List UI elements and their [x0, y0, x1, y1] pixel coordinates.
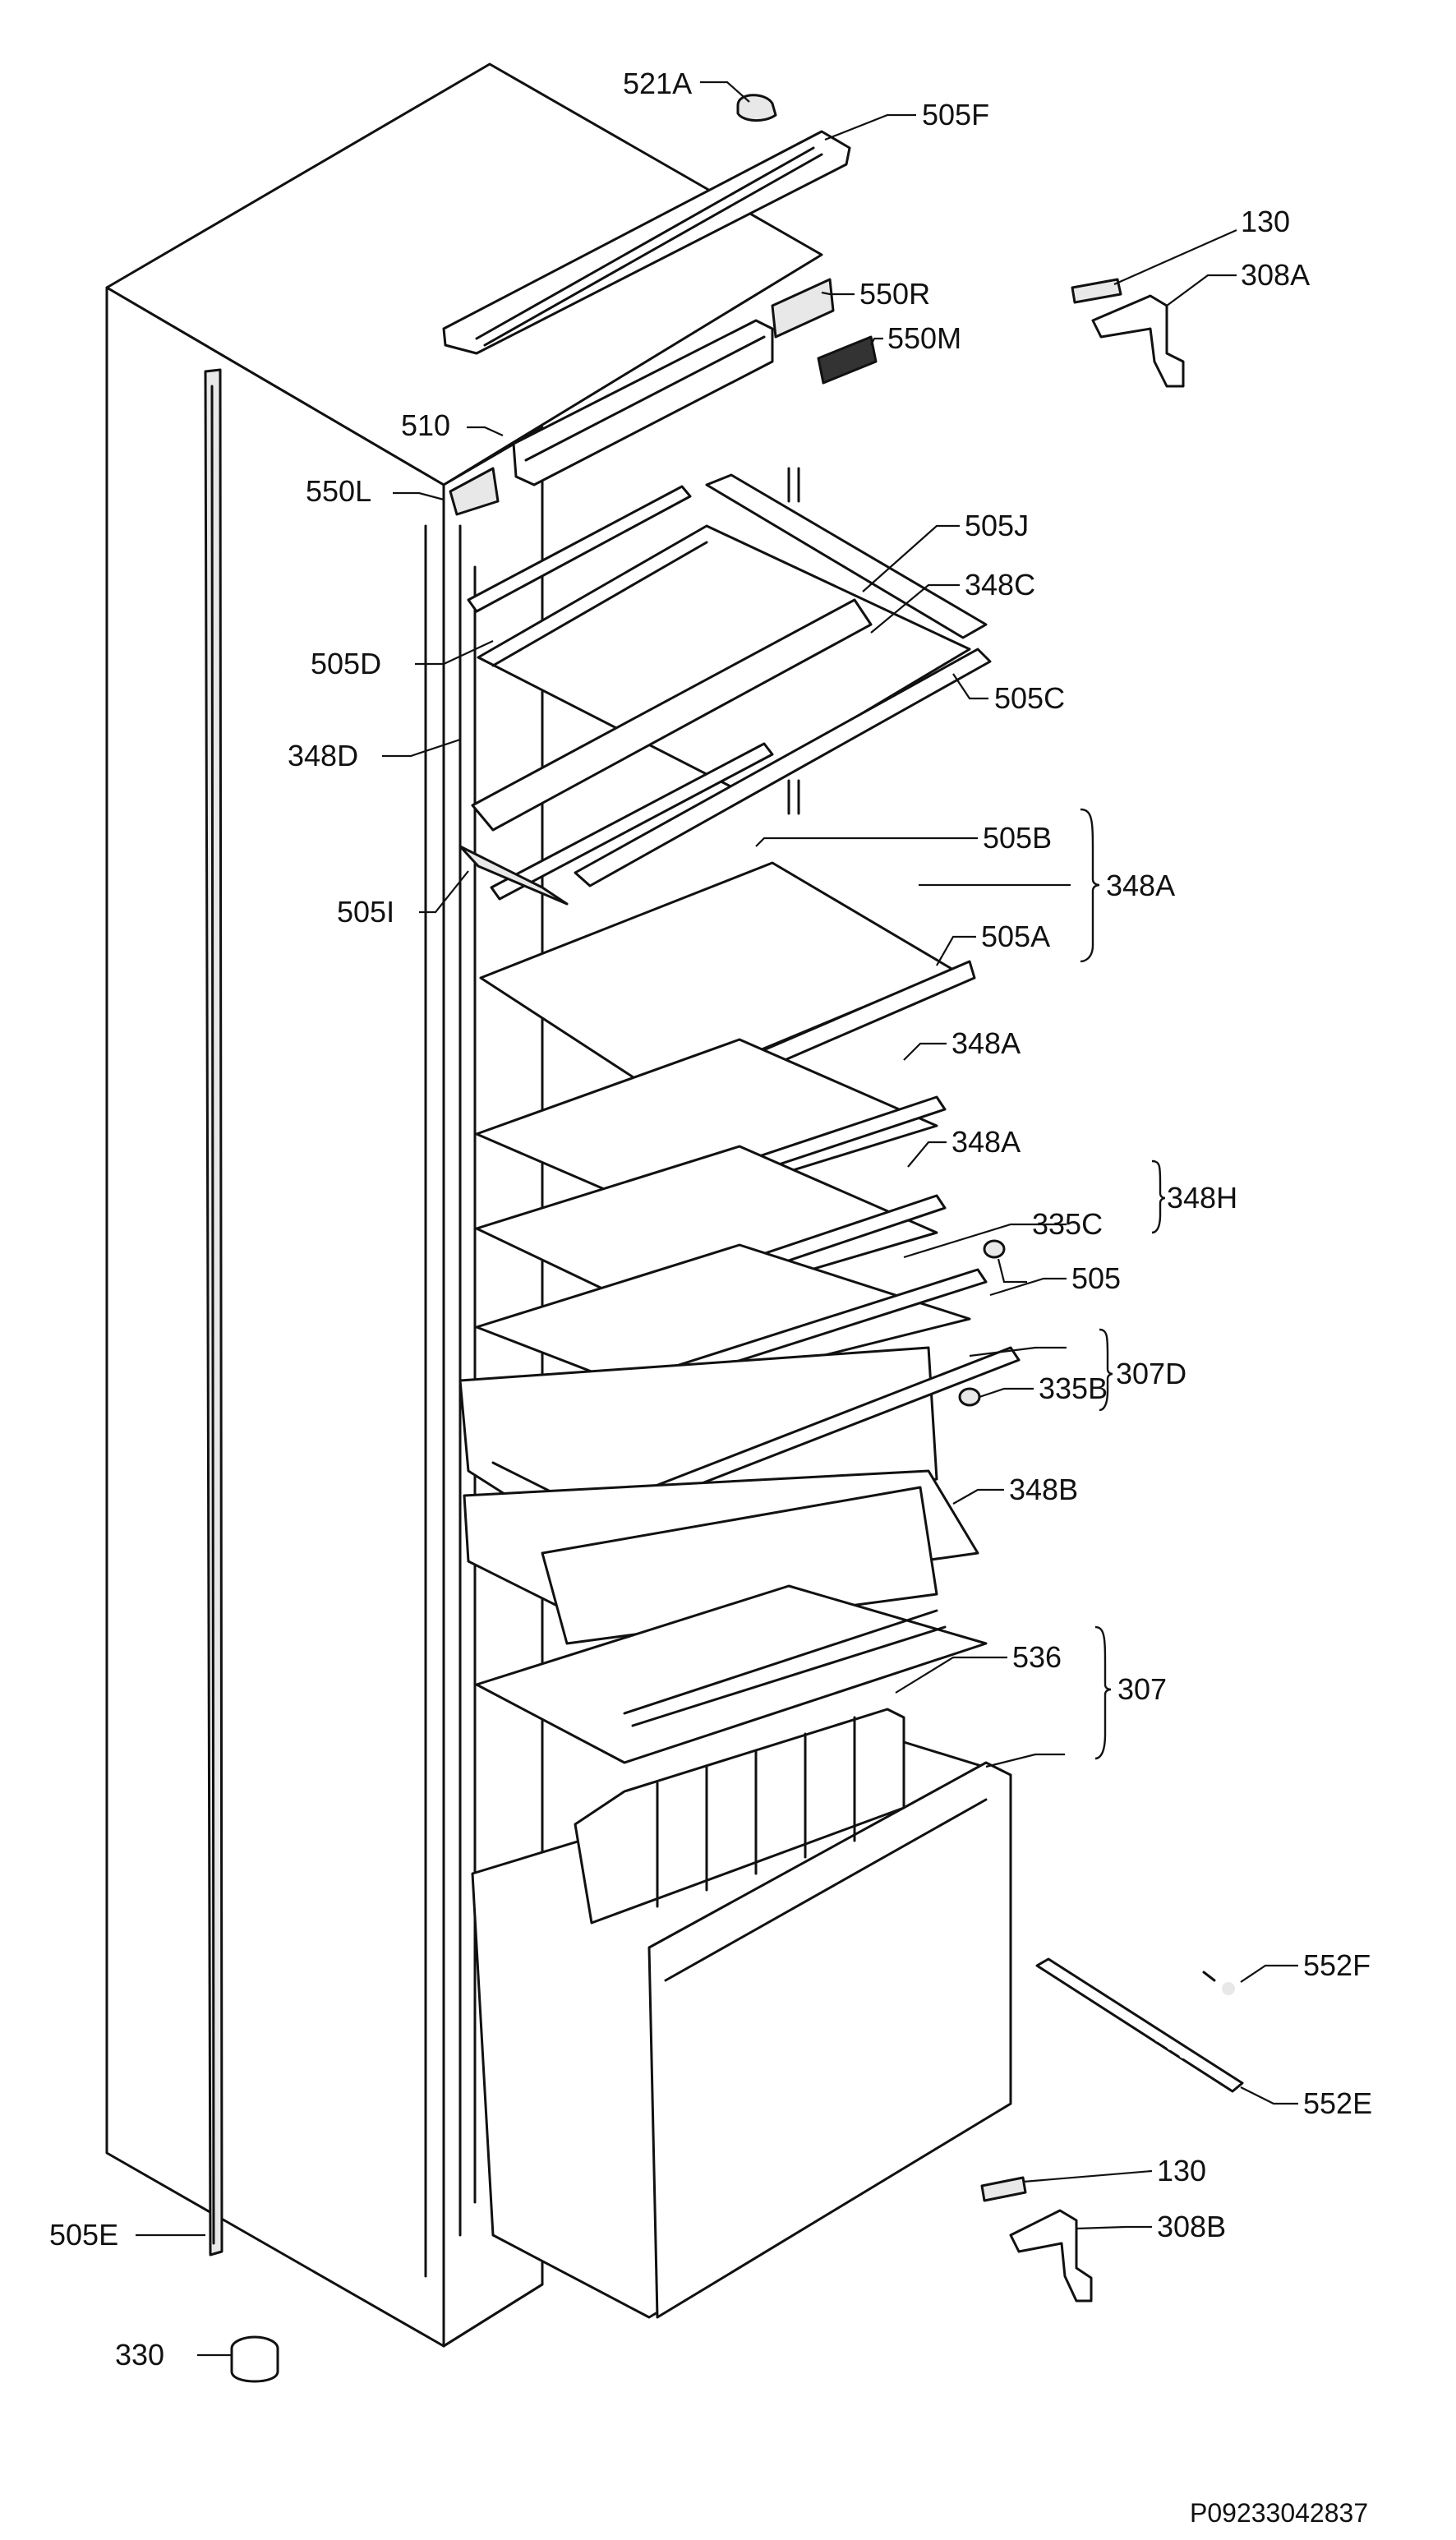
callout-550M: 550M	[887, 321, 962, 355]
callout-521A: 521A	[623, 67, 693, 100]
callout-505D: 505D	[311, 647, 382, 680]
bracket-348A	[1080, 808, 1100, 963]
callout-505B: 505B	[983, 821, 1053, 855]
hinge-plate-130-top	[1071, 278, 1122, 304]
callout-307D: 307D	[1116, 1357, 1187, 1390]
hinge-308B	[1009, 2209, 1093, 2303]
callout-505E: 505E	[49, 2218, 119, 2252]
bracket-348H	[1151, 1159, 1166, 1234]
bush-552F	[1202, 1971, 1243, 2003]
callout-348A-group: 348A	[1106, 869, 1176, 902]
hinge-308A	[1091, 294, 1185, 388]
bracket-307	[1094, 1625, 1112, 1760]
shelf-348D	[471, 598, 873, 832]
front-trim-505C	[574, 648, 992, 887]
light-cover-550R	[771, 278, 835, 339]
glass-shelf-lower	[475, 1584, 988, 1764]
callout-348H: 348H	[1167, 1181, 1238, 1215]
callout-130-top: 130	[1241, 205, 1291, 238]
top-rail-505F	[442, 130, 851, 355]
callout-550R: 550R	[859, 277, 931, 311]
hinge-plate-130-bottom	[980, 2176, 1027, 2202]
foot-330	[230, 2335, 279, 2383]
callout-505C: 505C	[994, 681, 1066, 715]
callout-505: 505	[1071, 1261, 1122, 1295]
callout-348D: 348D	[288, 739, 359, 772]
bracket-307D	[1099, 1328, 1113, 1412]
callout-130-bottom: 130	[1157, 2154, 1207, 2187]
door-rail-552E	[1035, 1957, 1244, 2093]
callout-348A-1: 348A	[951, 1026, 1021, 1060]
rear-trim-505J	[705, 473, 988, 639]
group-brackets	[1080, 808, 1166, 1760]
callout-536: 536	[1012, 1640, 1062, 1674]
callout-505I: 505I	[337, 895, 395, 929]
callout-552F: 552F	[1303, 1948, 1371, 1982]
drawing-code: P09233042837	[1190, 2498, 1369, 2528]
callout-307: 307	[1117, 1672, 1168, 1706]
leader-lines	[136, 81, 1298, 2357]
callout-308B: 308B	[1157, 2210, 1227, 2243]
side-trim-505D	[467, 485, 692, 613]
callout-335C: 335C	[1032, 1207, 1104, 1241]
light-cover-550L	[449, 467, 500, 516]
light-housing-510	[512, 319, 774, 486]
bottom-drawer-536	[471, 1708, 1012, 2319]
callout-335B: 335B	[1039, 1371, 1108, 1405]
callout-552E: 552E	[1303, 2086, 1373, 2120]
callout-348B: 348B	[1009, 1473, 1079, 1506]
callout-330: 330	[115, 2338, 165, 2372]
callout-505F: 505F	[922, 98, 990, 131]
callout-308A: 308A	[1241, 258, 1311, 292]
callout-505A: 505A	[981, 920, 1051, 953]
light-cover-550M	[817, 335, 878, 385]
callout-510: 510	[401, 408, 451, 442]
callout-348A-2: 348A	[951, 1125, 1021, 1159]
hinge-cap-521A	[736, 94, 777, 122]
callout-550L: 550L	[306, 474, 372, 508]
door-gasket-505E	[204, 368, 223, 2256]
callout-348C: 348C	[965, 568, 1036, 602]
callout-505J: 505J	[965, 509, 1030, 542]
